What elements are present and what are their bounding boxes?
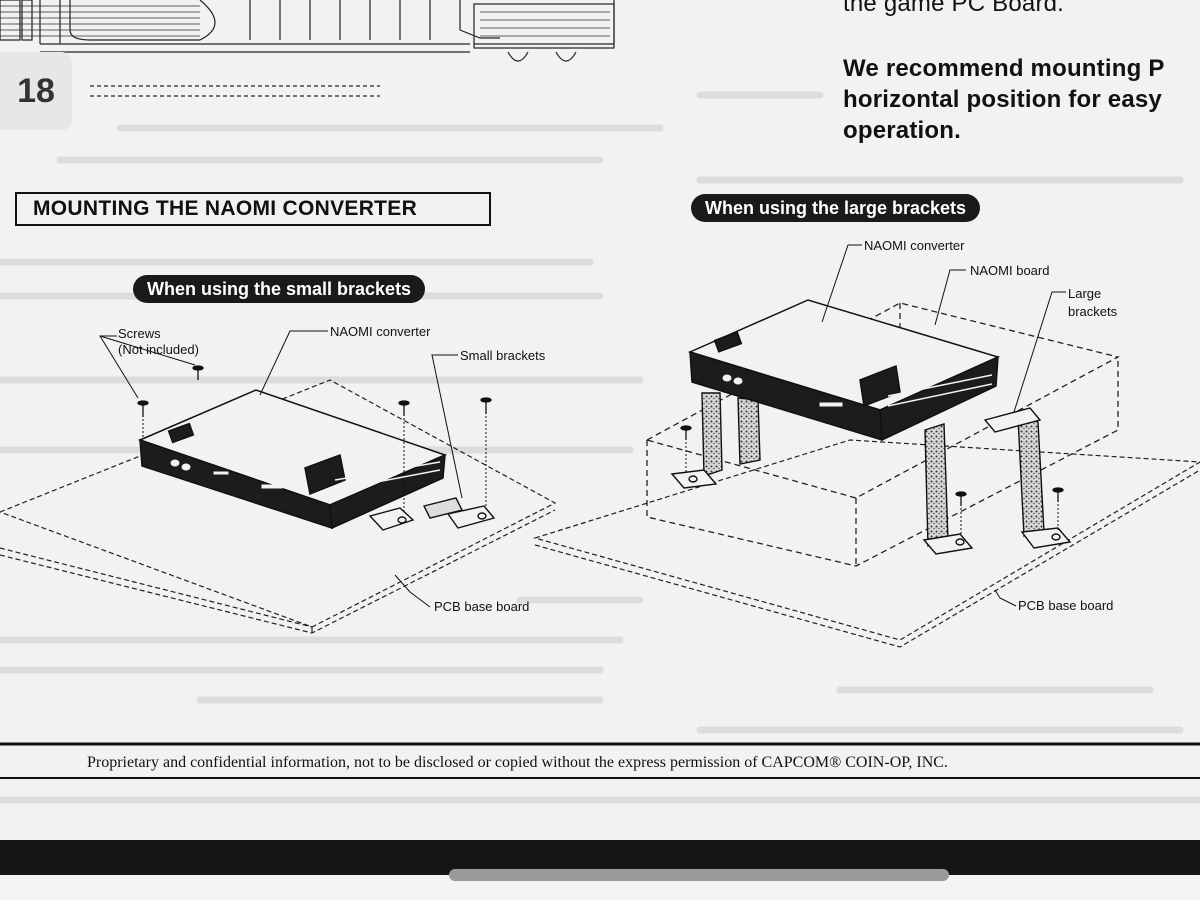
small-brackets-title: When using the small brackets bbox=[133, 275, 426, 303]
small-brackets-diagram bbox=[0, 330, 557, 634]
label-small-brackets: Small brackets bbox=[460, 348, 546, 363]
label-naomi-converter-left: NAOMI converter bbox=[330, 324, 431, 339]
large-brackets-title: When using the large brackets bbox=[691, 194, 981, 222]
label-pcb-base-left: PCB base board bbox=[434, 599, 530, 614]
confidentiality-footer: Proprietary and confidential information… bbox=[87, 754, 948, 771]
label-pcb-base-right: PCB base board bbox=[1018, 598, 1114, 613]
label-screws-note: (Not included) bbox=[118, 342, 199, 357]
top-text-line-4: operation. bbox=[843, 117, 962, 144]
page-number-badge: 18 bbox=[0, 52, 72, 130]
section-heading: MOUNTING THE NAOMI CONVERTER bbox=[15, 192, 491, 226]
top-board-drawing bbox=[0, 0, 615, 97]
label-naomi-board: NAOMI board bbox=[970, 263, 1050, 278]
label-large-brackets-1: Large bbox=[1068, 286, 1102, 301]
top-text-line-2: We recommend mounting P bbox=[843, 55, 1165, 82]
manual-illustrations bbox=[0, 0, 1200, 804]
top-text-line-1: the game PC Board. bbox=[843, 0, 1065, 17]
label-large-brackets-2: brackets bbox=[1068, 304, 1118, 319]
page-number: 18 bbox=[17, 71, 55, 110]
manual-page: 18 the game PC Board. We recommend mount… bbox=[0, 0, 1200, 804]
large-brackets-diagram bbox=[532, 244, 1200, 648]
label-naomi-converter-right: NAOMI converter bbox=[864, 238, 965, 253]
home-indicator[interactable] bbox=[449, 869, 949, 881]
section-heading-text: MOUNTING THE NAOMI CONVERTER bbox=[33, 197, 418, 220]
label-screws: Screws bbox=[118, 326, 161, 341]
top-text-line-3: horizontal position for easy bbox=[843, 86, 1162, 113]
